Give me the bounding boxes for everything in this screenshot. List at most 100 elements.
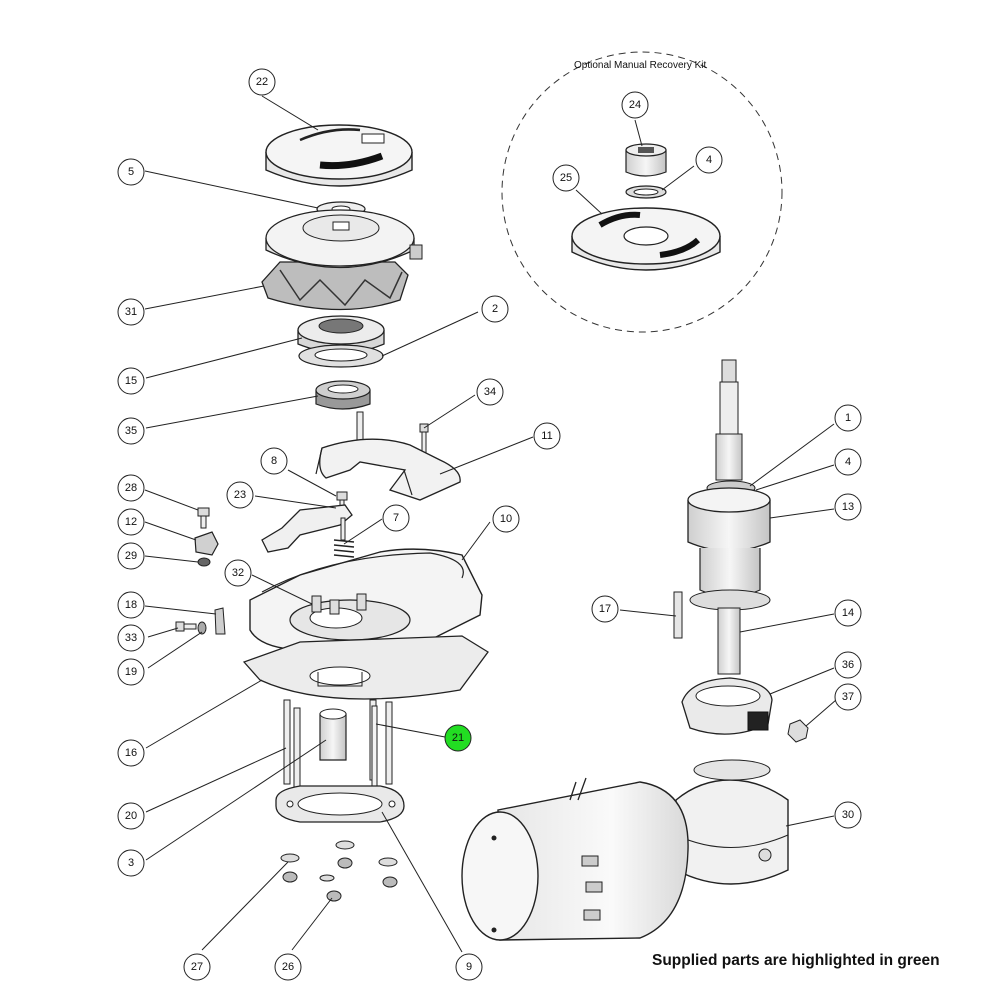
callout-27: 27 [183, 953, 211, 981]
callout-26: 26 [274, 953, 302, 981]
part-7-spring [333, 517, 355, 558]
callout-25: 25 [552, 164, 580, 192]
callout-24: 24 [621, 91, 649, 119]
svg-text:31: 31 [125, 306, 137, 318]
svg-text:1: 1 [845, 412, 851, 424]
svg-text:36: 36 [842, 659, 854, 671]
svg-text:11: 11 [541, 430, 552, 442]
svg-text:26: 26 [282, 961, 294, 973]
callout-21-highlighted: 21 [444, 724, 472, 752]
part-37-nut [787, 719, 809, 743]
leader-lines [144, 95, 837, 953]
svg-text:27: 27 [191, 961, 203, 973]
callout-9: 9 [455, 953, 483, 981]
callout-12: 12 [117, 508, 145, 536]
callout-16: 16 [117, 739, 145, 767]
callout-4-kit: 4 [695, 146, 723, 174]
recovery-kit-dashed-circle [501, 51, 783, 333]
part-27-nuts-washers [280, 840, 398, 888]
svg-text:5: 5 [128, 166, 134, 178]
callout-8: 8 [260, 447, 288, 475]
part-13-drum [687, 487, 771, 611]
part-21-stud [371, 705, 378, 797]
svg-text:13: 13 [842, 501, 854, 513]
callout-19: 19 [117, 658, 145, 686]
svg-text:22: 22 [256, 76, 268, 88]
callout-5: 5 [117, 158, 145, 186]
callout-3: 3 [117, 849, 145, 877]
part-34-bolt [419, 423, 429, 455]
svg-text:18: 18 [125, 599, 137, 611]
svg-text:34: 34 [484, 386, 496, 398]
part-25-drum-cap [571, 207, 721, 271]
part-29-nut [197, 557, 211, 567]
svg-text:3: 3 [128, 857, 134, 869]
callout-14: 14 [834, 599, 862, 627]
part-26-nut [326, 890, 342, 902]
svg-text:35: 35 [125, 425, 137, 437]
svg-text:7: 7 [393, 512, 399, 524]
svg-text:14: 14 [842, 607, 854, 619]
svg-text:20: 20 [125, 810, 137, 822]
part-24-socket [625, 143, 667, 177]
callout-29: 29 [117, 542, 145, 570]
callout-20: 20 [117, 802, 145, 830]
svg-text:37: 37 [842, 691, 854, 703]
svg-text:29: 29 [125, 550, 137, 562]
svg-text:9: 9 [466, 961, 472, 973]
part-23-handle [261, 504, 353, 553]
svg-text:16: 16 [125, 747, 137, 759]
callout-2: 2 [481, 295, 509, 323]
svg-text:8: 8 [271, 455, 277, 467]
svg-text:24: 24 [629, 99, 641, 111]
part-35-bearing [315, 380, 371, 410]
callout-1: 1 [834, 404, 862, 432]
svg-text:23: 23 [234, 489, 246, 501]
part-12-lever [194, 531, 219, 556]
part-1-shaft [715, 359, 743, 481]
callout-13: 13 [834, 493, 862, 521]
callout-35: 35 [117, 417, 145, 445]
part-3-tube [319, 708, 347, 761]
svg-text:30: 30 [842, 809, 854, 821]
svg-text:10: 10 [500, 513, 512, 525]
callout-23: 23 [226, 481, 254, 509]
part-16-gasket [242, 635, 489, 700]
recovery-kit-title: Optional Manual Recovery Kit [574, 60, 707, 71]
callout-28: 28 [117, 474, 145, 502]
callout-15: 15 [117, 367, 145, 395]
callout-10: 10 [492, 505, 520, 533]
svg-text:33: 33 [125, 632, 137, 644]
recovery-kit-group: Optional Manual Recovery Kit [501, 51, 783, 333]
callout-17: 17 [591, 595, 619, 623]
svg-text:21: 21 [452, 732, 464, 744]
part-9-plate [275, 785, 405, 823]
svg-text:32: 32 [232, 567, 244, 579]
supplied-parts-note: Supplied parts are highlighted in green [652, 952, 940, 969]
callout-18: 18 [117, 591, 145, 619]
callout-11: 11 [533, 422, 561, 450]
callout-30: 30 [834, 801, 862, 829]
svg-text:25: 25 [560, 172, 572, 184]
callout-32: 32 [224, 559, 252, 587]
part-33-bolt [175, 621, 197, 632]
callout-7: 7 [382, 504, 410, 532]
svg-text:4: 4 [706, 154, 712, 166]
part-19-bushing [197, 621, 207, 635]
motor [461, 777, 689, 941]
callout-36: 36 [834, 651, 862, 679]
part-31-chainwheel [261, 209, 423, 311]
callout-37: 37 [834, 683, 862, 711]
callout-22: 22 [248, 68, 276, 96]
part-22-top-cap [265, 124, 413, 187]
svg-text:28: 28 [125, 482, 137, 494]
svg-text:15: 15 [125, 375, 137, 387]
part-18-pawl [214, 607, 226, 635]
svg-text:17: 17 [599, 603, 611, 615]
part-36-clutch [681, 677, 773, 735]
callout-34: 34 [476, 378, 504, 406]
part-30-gearbox [675, 759, 789, 885]
part-17-key [673, 591, 683, 639]
part-28-bolt [197, 507, 210, 529]
